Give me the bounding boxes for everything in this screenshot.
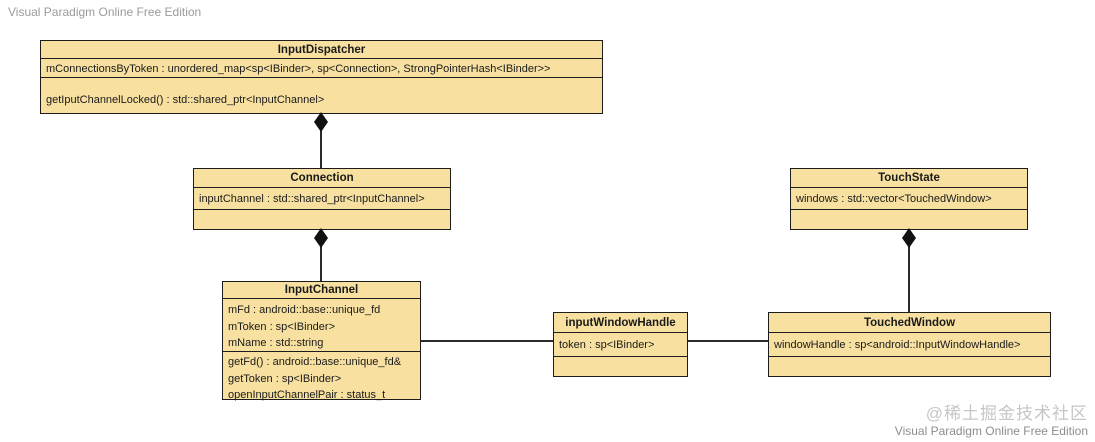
watermark-bottom: @稀土掘金技术社区 Visual Paradigm Online Free Ed… bbox=[895, 404, 1088, 439]
attribute: mFd : android::base::unique_fd bbox=[228, 304, 381, 316]
class-attributes: windowHandle : sp<android::InputWindowHa… bbox=[769, 333, 1050, 357]
watermark-community: @稀土掘金技术社区 bbox=[925, 404, 1088, 423]
class-input-window-handle[interactable]: inputWindowHandle token : sp<IBinder> bbox=[553, 312, 688, 377]
attribute: token : sp<IBinder> bbox=[559, 339, 655, 351]
class-touch-state[interactable]: TouchState windows : std::vector<Touched… bbox=[790, 168, 1028, 230]
connector-inputwindowhandle-touchedwindow bbox=[688, 340, 768, 342]
attribute: mToken : sp<IBinder> bbox=[228, 320, 336, 333]
class-title: inputWindowHandle bbox=[554, 313, 687, 333]
operation: getFd() : android::base::unique_fd& bbox=[228, 356, 402, 368]
class-operations: getFd() : android::base::unique_fd& getT… bbox=[223, 352, 420, 406]
class-title: InputChannel bbox=[223, 282, 420, 299]
class-attributes: windows : std::vector<TouchedWindow> bbox=[791, 188, 1027, 210]
class-operations bbox=[769, 357, 1050, 361]
class-touched-window[interactable]: TouchedWindow windowHandle : sp<android:… bbox=[768, 312, 1051, 377]
composition-diamond-icon bbox=[314, 228, 328, 248]
watermark-top: Visual Paradigm Online Free Edition bbox=[8, 5, 202, 19]
class-attributes: mFd : android::base::unique_fd mToken : … bbox=[223, 299, 420, 352]
connector-inputchannel-inputwindowhandle bbox=[421, 340, 553, 342]
class-input-dispatcher[interactable]: InputDispatcher mConnectionsByToken : un… bbox=[40, 40, 603, 114]
class-title: TouchedWindow bbox=[769, 313, 1050, 333]
composition-diamond-icon bbox=[314, 112, 328, 132]
connector-connection-inputchannel bbox=[320, 229, 322, 281]
attribute: mConnectionsByToken : unordered_map<sp<I… bbox=[46, 63, 551, 75]
composition-diamond-icon bbox=[902, 228, 916, 248]
connector-dispatcher-connection bbox=[320, 113, 322, 168]
attribute: mName : std::string bbox=[228, 337, 324, 349]
operation: openInputChannelPair : status_t bbox=[228, 389, 386, 401]
class-attributes: token : sp<IBinder> bbox=[554, 333, 687, 357]
class-title: TouchState bbox=[791, 169, 1027, 188]
attribute: windows : std::vector<TouchedWindow> bbox=[796, 193, 992, 205]
watermark-edition: Visual Paradigm Online Free Edition bbox=[894, 424, 1088, 438]
class-operations: getIputChannelLocked() : std::shared_ptr… bbox=[41, 78, 602, 110]
connector-touchstate-touchedwindow bbox=[908, 229, 910, 312]
operation: getIputChannelLocked() : std::shared_ptr… bbox=[46, 94, 325, 106]
attribute: windowHandle : sp<android::InputWindowHa… bbox=[774, 339, 1021, 351]
class-operations bbox=[791, 210, 1027, 214]
class-operations bbox=[554, 357, 687, 361]
class-title: InputDispatcher bbox=[41, 41, 602, 59]
class-operations bbox=[194, 210, 450, 214]
class-title: Connection bbox=[194, 169, 450, 188]
class-input-channel[interactable]: InputChannel mFd : android::base::unique… bbox=[222, 281, 421, 401]
class-connection[interactable]: Connection inputChannel : std::shared_pt… bbox=[193, 168, 451, 230]
attribute: inputChannel : std::shared_ptr<InputChan… bbox=[199, 193, 425, 205]
class-attributes: inputChannel : std::shared_ptr<InputChan… bbox=[194, 188, 450, 210]
class-attributes: mConnectionsByToken : unordered_map<sp<I… bbox=[41, 59, 602, 78]
operation: getToken : sp<IBinder> bbox=[228, 372, 342, 385]
